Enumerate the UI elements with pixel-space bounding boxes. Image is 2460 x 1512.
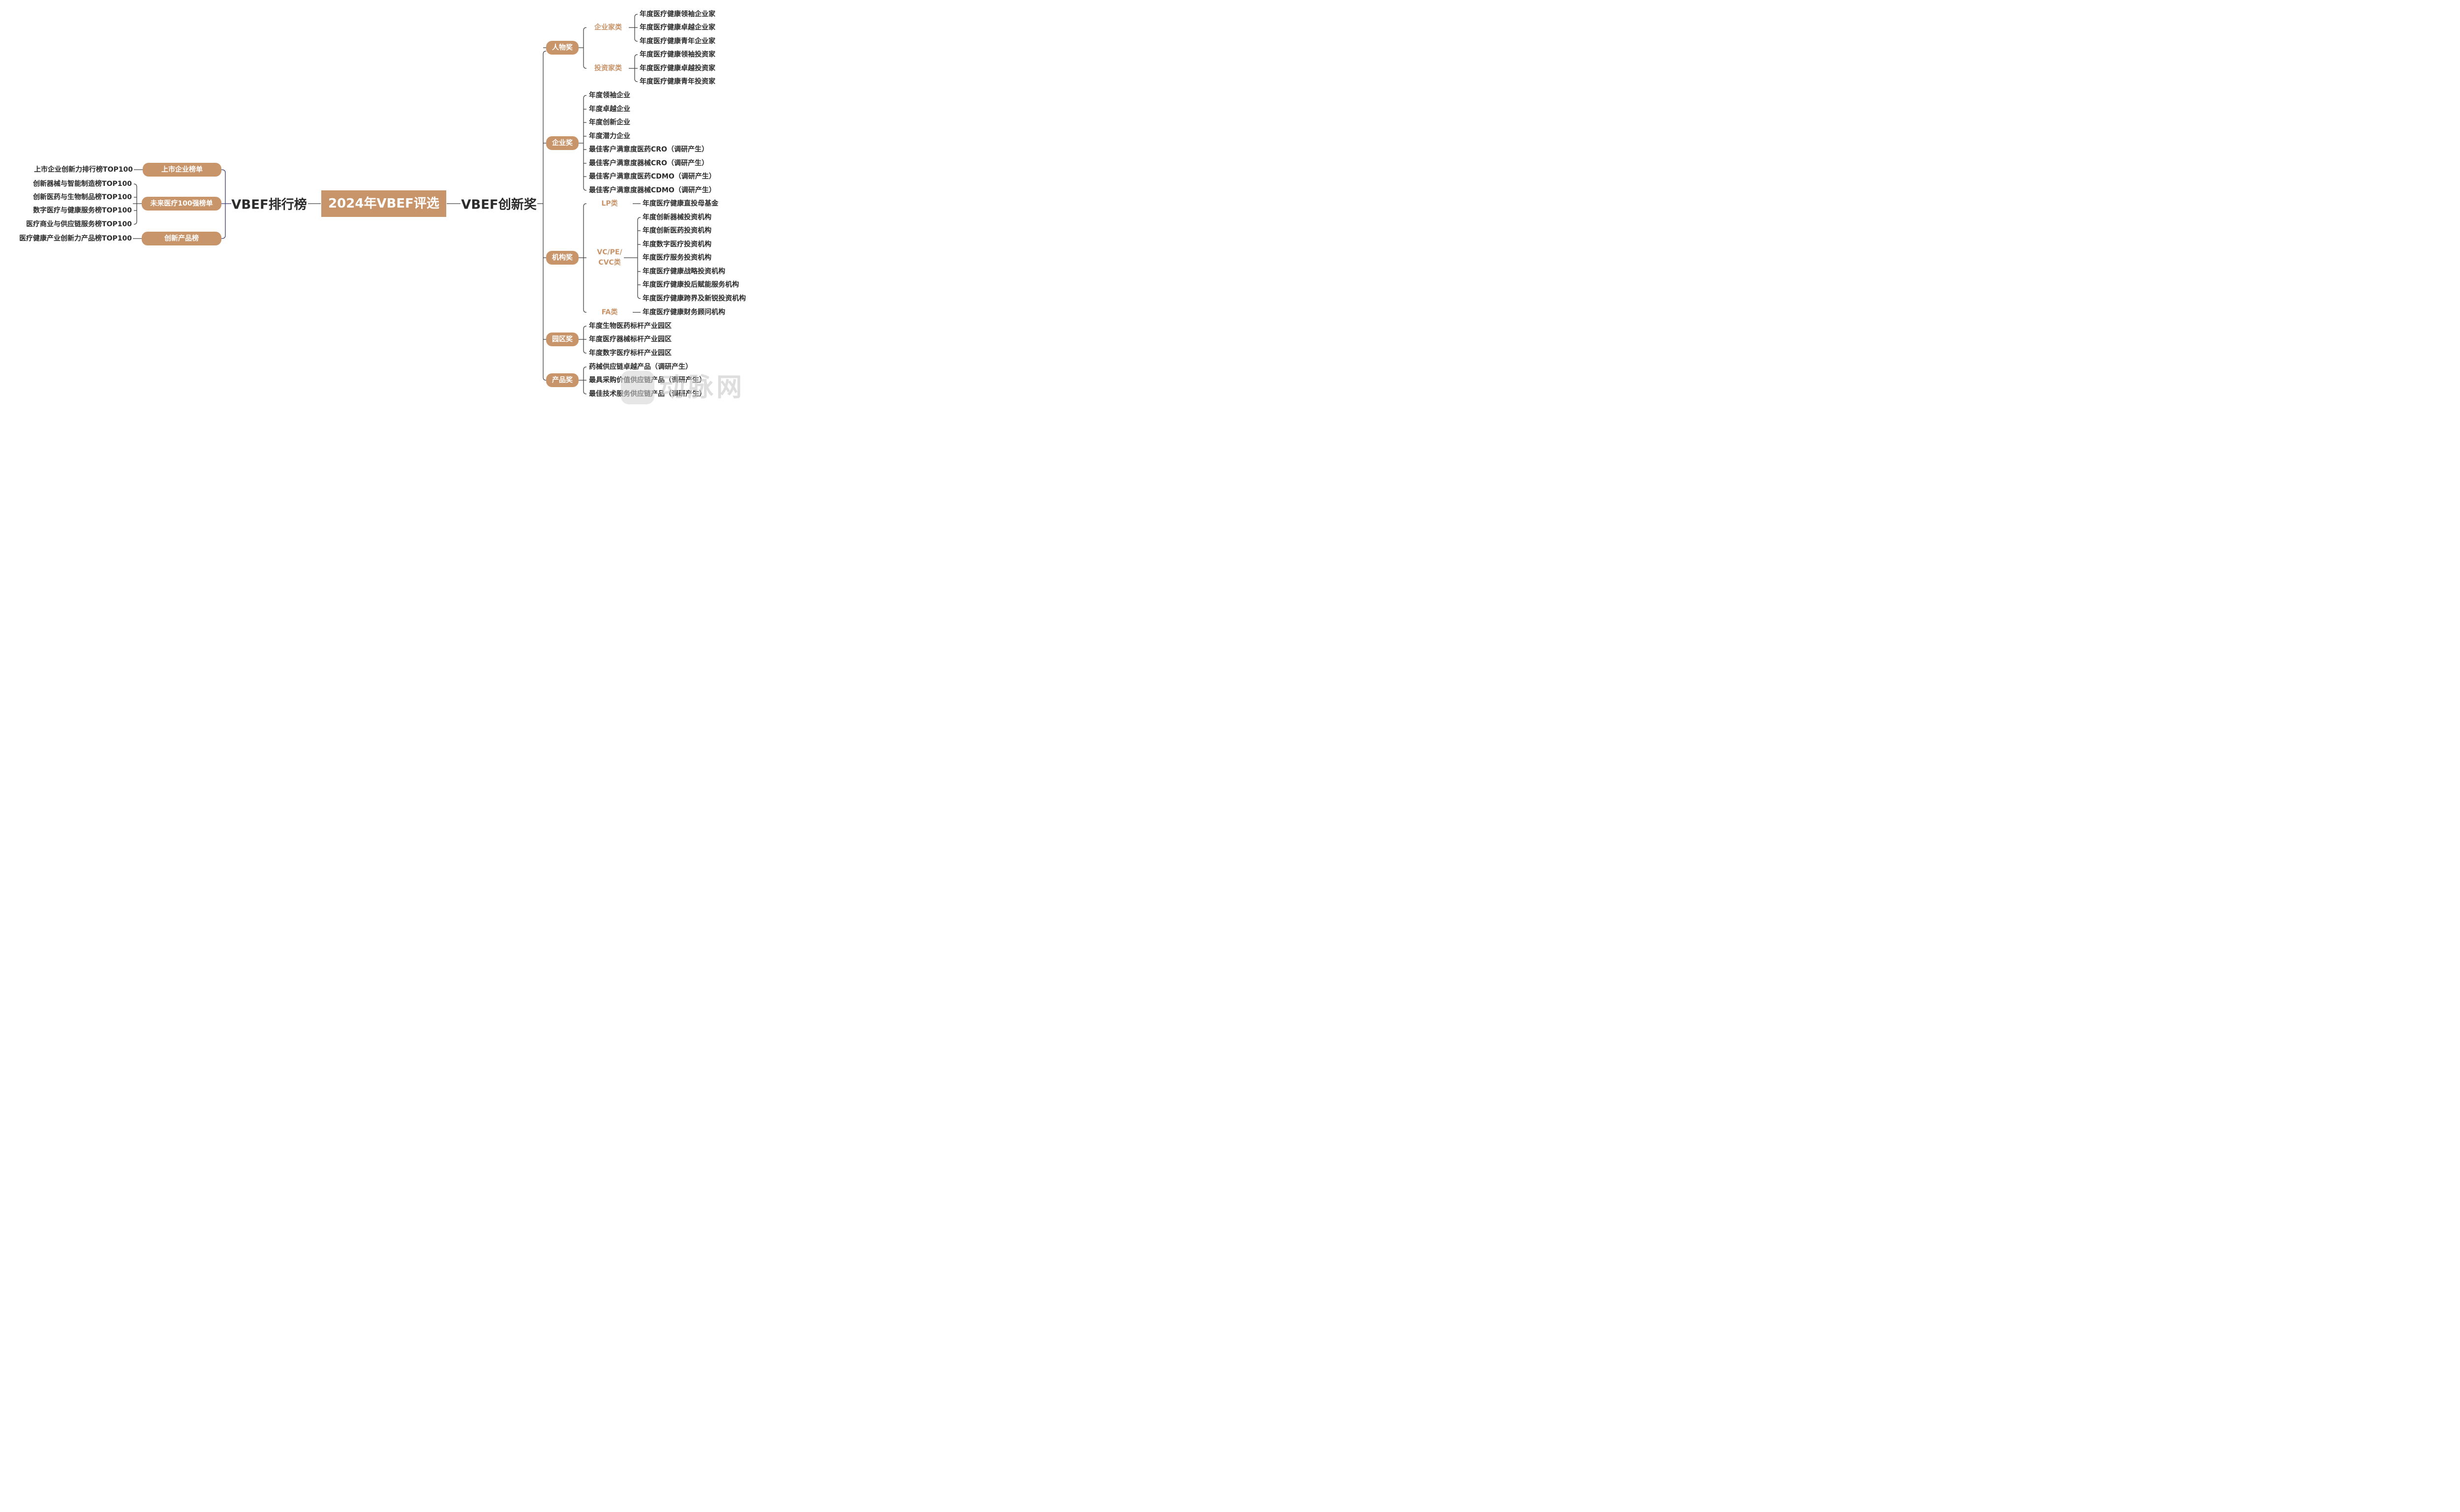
leaf-item[interactable]: 年度医疗服务投资机构 <box>643 254 711 262</box>
node-innovative-products[interactable]: 创新产品榜 <box>142 232 221 245</box>
leaf-item[interactable]: 年度医疗健康领袖投资家 <box>640 51 715 59</box>
leaf-item[interactable]: 年度领袖企业 <box>589 91 630 99</box>
node-institution-award[interactable]: 机构奖 <box>546 251 579 265</box>
leaf-item[interactable]: 最佳客户满意度医药CDMO（调研产生） <box>589 173 716 181</box>
leaf-device-top100[interactable]: 创新器械与智能制造榜TOP100 <box>33 180 132 188</box>
node-park-award[interactable]: 园区奖 <box>546 333 579 346</box>
leaf-item[interactable]: 年度医疗健康领袖企业家 <box>640 10 715 18</box>
leaf-item[interactable]: 年度创新企业 <box>589 119 630 126</box>
root-node[interactable]: 2024年VBEF评选 <box>321 190 446 217</box>
node-future-medical-100[interactable]: 未来医疗100强榜单 <box>142 197 221 211</box>
watermark-text: 动脉网 <box>659 373 745 402</box>
branch-rankings[interactable]: VBEF排行榜 <box>231 197 307 212</box>
leaf-product-top100[interactable]: 医疗健康产业创新力产品榜TOP100 <box>19 235 132 242</box>
leaf-listed-top100[interactable]: 上市企业创新力排行榜TOP100 <box>34 166 133 174</box>
leaf-item[interactable]: 年度医疗健康青年企业家 <box>640 37 715 45</box>
leaf-digital-top100[interactable]: 数字医疗与健康服务榜TOP100 <box>33 207 132 214</box>
leaf-item[interactable]: 药械供应链卓越产品（调研产生） <box>589 363 692 371</box>
leaf-item[interactable]: 年度卓越企业 <box>589 105 630 113</box>
leaf-item[interactable]: 年度医疗健康跨界及新锐投资机构 <box>643 295 746 302</box>
watermark: 动脉网 <box>621 370 769 406</box>
leaf-item[interactable]: 年度创新器械投资机构 <box>643 213 711 221</box>
leaf-pharma-top100[interactable]: 创新医药与生物制品榜TOP100 <box>33 193 132 201</box>
leaf-item[interactable]: 年度医疗健康卓越投资家 <box>640 64 715 72</box>
leaf-item[interactable]: 年度医疗健康财务顾问机构 <box>643 308 725 316</box>
group-vc-pe-cvc[interactable]: VC/PE/ CVC类 <box>597 247 622 268</box>
group-lp[interactable]: LP类 <box>601 200 618 208</box>
node-enterprise-award[interactable]: 企业奖 <box>546 136 579 150</box>
leaf-item[interactable]: 年度数字医疗投资机构 <box>643 241 711 248</box>
leaf-item[interactable]: 年度医疗健康青年投资家 <box>640 78 715 86</box>
branch-awards[interactable]: VBEF创新奖 <box>461 197 537 212</box>
leaf-item[interactable]: 年度医疗健康战略投资机构 <box>643 268 725 275</box>
group-entrepreneurs[interactable]: 企业家类 <box>594 24 622 31</box>
leaf-item[interactable]: 年度数字医疗标杆产业园区 <box>589 349 672 357</box>
leaf-item[interactable]: 最佳客户满意度医药CRO（调研产生） <box>589 146 708 153</box>
node-person-award[interactable]: 人物奖 <box>546 41 579 55</box>
leaf-item[interactable]: 年度医疗健康卓越企业家 <box>640 24 715 31</box>
node-listed-companies[interactable]: 上市企业榜单 <box>143 163 221 177</box>
group-vc-pe-cvc-line2: CVC类 <box>598 259 621 267</box>
leaf-item[interactable]: 年度医疗器械标杆产业园区 <box>589 335 672 343</box>
leaf-item[interactable]: 年度医疗健康直投母基金 <box>643 200 718 208</box>
leaf-item[interactable]: 年度潜力企业 <box>589 132 630 140</box>
group-fa[interactable]: FA类 <box>601 308 618 316</box>
mind-map: 2024年VBEF评选 VBEF排行榜 VBEF创新奖 上市企业榜单 未来医疗1… <box>0 0 771 408</box>
watermark-logo-icon <box>621 371 654 404</box>
group-investors[interactable]: 投资家类 <box>594 64 622 72</box>
group-vc-pe-cvc-line1: VC/PE/ <box>597 248 622 256</box>
connector-lines <box>133 14 641 394</box>
leaf-item[interactable]: 年度生物医药标杆产业园区 <box>589 322 672 330</box>
leaf-item[interactable]: 最佳客户满意度器械CRO（调研产生） <box>589 159 708 167</box>
node-product-award[interactable]: 产品奖 <box>546 373 579 387</box>
leaf-item[interactable]: 年度创新医药投资机构 <box>643 227 711 235</box>
leaf-item[interactable]: 年度医疗健康投后赋能服务机构 <box>643 281 739 289</box>
leaf-supply-top100[interactable]: 医疗商业与供应链服务榜TOP100 <box>26 220 132 228</box>
leaf-item[interactable]: 最佳客户满意度器械CDMO（调研产生） <box>589 186 716 194</box>
